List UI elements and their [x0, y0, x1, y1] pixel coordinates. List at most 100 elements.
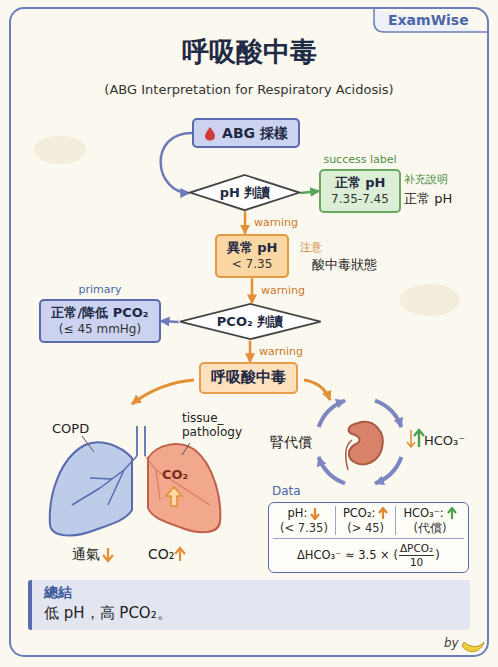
cycle-arrow	[319, 457, 345, 483]
box-heading: success label	[321, 153, 399, 167]
label-text: 正常 pH	[404, 190, 452, 208]
icon-row: ABG 採樣	[204, 124, 288, 142]
fraction: ΔPCO₂10	[399, 542, 434, 568]
data-cell: HCO₃⁻:(代償)	[395, 506, 463, 536]
flow-connector	[161, 133, 192, 193]
label-text: 通氣	[72, 546, 100, 564]
process-box: success label正常 pH7.35-7.45	[319, 169, 401, 213]
arrow-stroke	[448, 508, 456, 519]
cycle-arrow	[319, 401, 345, 427]
ureter	[346, 440, 352, 470]
label-text: 注意	[300, 240, 322, 255]
flow-connector	[244, 212, 247, 234]
label-text: tissue_ pathology	[182, 411, 244, 439]
edge-label: warning	[252, 216, 300, 229]
up-arrow	[447, 507, 457, 520]
box-detail: (≤ 45 mmHg)	[51, 322, 148, 338]
summary-heading: 總結	[44, 584, 458, 602]
label-text: (ABG Interpretation for Respiratory Acid…	[0, 82, 498, 97]
label-text: 酸中毒狀態	[312, 256, 377, 274]
blood-drop-icon	[204, 126, 216, 141]
cell-label: PCO₂:	[343, 506, 376, 521]
box-detail: 7.35-7.45	[331, 192, 389, 208]
box-detail: < 7.35	[227, 257, 278, 273]
box-title: ABG 採樣	[222, 124, 288, 142]
down-arrow	[103, 548, 113, 561]
process-box: primary正常/降低 PCO₂(≤ 45 mmHg)	[39, 299, 160, 343]
label-text: 补充說明	[404, 172, 448, 187]
fraction-numerator: ΔPCO₂	[399, 542, 434, 556]
label-text: CO₂	[162, 467, 188, 482]
brand-tab	[374, 9, 487, 32]
formula-row: ΔHCO₃⁻ ≈ 3.5 × (ΔPCO₂10)	[273, 538, 464, 568]
diamond-text: PCO₂ 判讀	[217, 314, 283, 330]
box-title: 正常/降低 PCO₂	[51, 305, 148, 322]
left-lung	[50, 442, 132, 535]
decision-diamond: PCO₂ 判讀	[179, 303, 322, 340]
cycle-arrow	[375, 457, 401, 483]
branch-arrow	[132, 380, 194, 404]
up-arrow	[378, 507, 388, 520]
label-text: ExamWise	[388, 12, 469, 28]
edge-label: warning	[259, 284, 307, 297]
label-text: by	[444, 636, 459, 650]
fraction-denominator: 10	[410, 556, 423, 569]
summary-text: 低 pH，高 PCO₂。	[44, 604, 458, 623]
box-title: 正常 pH	[331, 175, 389, 192]
cell-value: (< 7.35)	[280, 521, 328, 536]
cell-value: (> 45)	[347, 521, 384, 536]
banana-icon	[462, 642, 484, 652]
cycle-arrow	[375, 401, 401, 427]
panel-box: pH:(< 7.35)PCO₂:(> 45)HCO₃⁻:(代償)ΔHCO₃⁻ ≈…	[268, 502, 469, 573]
edge-label: warning	[257, 345, 305, 358]
flow-connector	[301, 191, 319, 193]
label-text: HCO₃⁻	[424, 433, 465, 448]
diamond-shape	[190, 175, 299, 210]
drop-shape	[205, 127, 215, 141]
box-title: 異常 pH	[227, 240, 278, 257]
flow-connector	[251, 278, 254, 303]
box-heading: primary	[41, 283, 158, 297]
page-title: 呼吸酸中毒	[0, 34, 498, 70]
branch-arrow	[304, 380, 330, 400]
trachea	[137, 426, 145, 456]
data-cell: pH:(< 7.35)	[273, 506, 335, 536]
label-text: 腎代償	[270, 434, 312, 452]
arrow-stroke	[311, 508, 319, 519]
process-box: ABG 採樣	[192, 118, 300, 148]
cell-value: (代償)	[414, 521, 447, 536]
leader-line	[182, 443, 190, 455]
formula-text: )	[435, 548, 440, 563]
kidney	[349, 422, 383, 464]
cell-head: PCO₂:	[343, 506, 389, 521]
result-box: 呼吸酸中毒	[199, 362, 298, 394]
cell-label: HCO₃⁻:	[403, 506, 443, 521]
data-cell: PCO₂:(> 45)	[335, 506, 396, 536]
bronchi	[145, 456, 210, 505]
label-text: CO₂	[148, 546, 174, 562]
diamond-shape	[180, 304, 321, 339]
down-arrow	[407, 430, 415, 447]
diamond-text: pH 判讀	[220, 185, 271, 201]
data-panel: DatapH:(< 7.35)PCO₂:(> 45)HCO₃⁻:(代償)ΔHCO…	[268, 484, 469, 573]
decision-diamond: pH 判讀	[189, 174, 300, 211]
formula-text: ΔHCO₃⁻ ≈ 3.5 × (	[297, 548, 398, 563]
page-frame	[10, 8, 488, 656]
arrow-stroke	[379, 508, 387, 519]
down-arrow	[310, 507, 320, 520]
data-row: pH:(< 7.35)PCO₂:(> 45)HCO₃⁻:(代償)	[273, 506, 464, 536]
label-text: COPD	[52, 421, 89, 436]
bronchi	[72, 456, 137, 505]
box-title: 呼吸酸中毒	[211, 368, 286, 388]
cell-label: pH:	[288, 506, 308, 521]
process-box: 異常 pH< 7.35	[215, 234, 290, 278]
rise-arrow	[166, 487, 182, 506]
cell-head: pH:	[288, 506, 321, 521]
panel-heading: Data	[272, 484, 469, 500]
up-arrow	[175, 548, 185, 561]
flow-connector	[161, 321, 179, 322]
paper-stain	[400, 284, 460, 316]
summary-band: 總結低 pH，高 PCO₂。	[28, 580, 470, 630]
